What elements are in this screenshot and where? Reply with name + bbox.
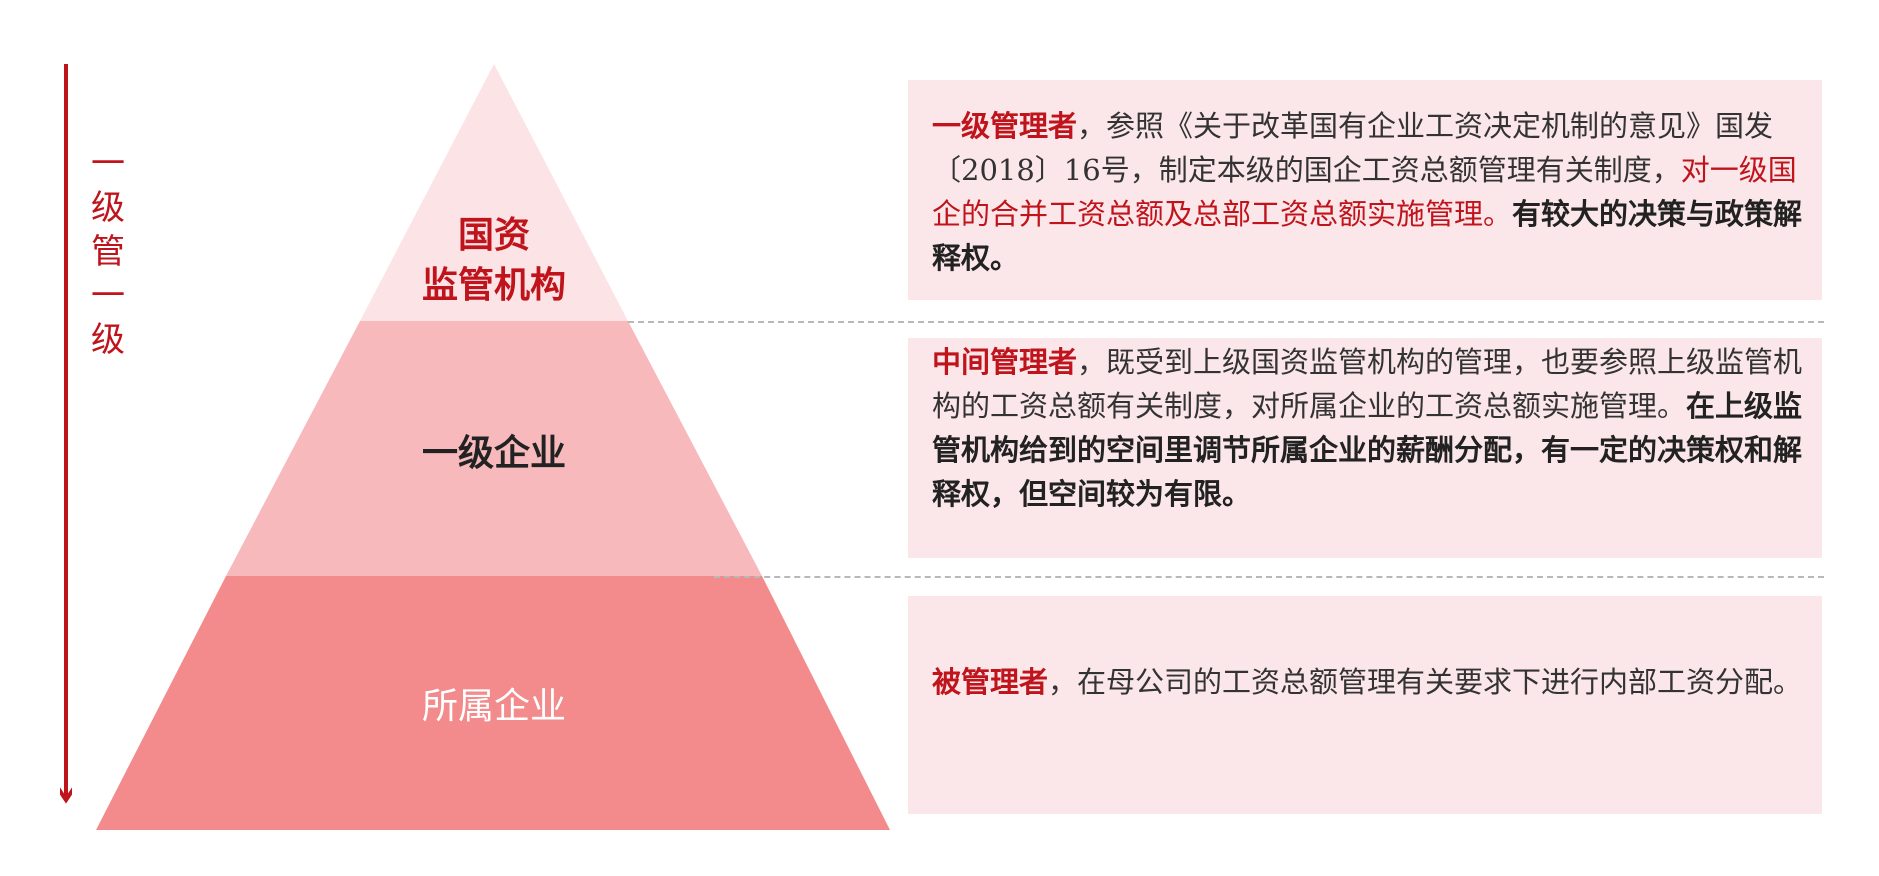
pyramid: [96, 64, 890, 830]
description-text: ，在母公司的工资总额管理有关要求下进行内部工资分配。: [1048, 665, 1803, 699]
pyramid-tier-bottom: [96, 576, 890, 830]
description-box-tier2: 中间管理者，既受到上级国资监管机构的管理，也要参照上级监管机构的工资总额有关制度…: [908, 338, 1822, 558]
description-box-tier1: 一级管理者，参照《关于改革国有企业工资决定机制的意见》国发〔2018〕16号，制…: [908, 80, 1822, 300]
tier-label-line: 国资: [457, 214, 530, 256]
divider: [714, 576, 1824, 578]
side-label: 一 级 管 一 级: [88, 142, 128, 362]
tier-label-subsidiary: 所属企业: [421, 686, 566, 727]
down-arrow-icon: [60, 64, 72, 804]
role-title: 一级管理者: [932, 109, 1078, 143]
side-label-char: 管: [91, 232, 125, 272]
pyramid-tier-middle: [226, 321, 762, 576]
pyramid-tier-top: [360, 64, 628, 321]
description-highlight: 对一级国企的合并工资总额及总部工资总额实施管理。: [932, 153, 1797, 231]
tier-label-regulator: 国资 监管机构: [396, 210, 592, 310]
description-bold: 有较大的决策与政策解释权。: [932, 197, 1803, 275]
side-label-char: 级: [91, 188, 125, 228]
tier-label-line: 监管机构: [421, 264, 566, 306]
description-text: ，参照《关于改革国有企业工资决定机制的意见》国发〔2018〕16号，制定本级的国…: [932, 109, 1774, 187]
tier-label-first-level: 一级企业: [421, 432, 566, 474]
side-label-char: 一: [91, 144, 125, 184]
description-text: ，既受到上级国资监管机构的管理，也要参照上级监管机构的工资总额有关制度，对所属企…: [932, 345, 1803, 423]
description-box-tier3: 被管理者，在母公司的工资总额管理有关要求下进行内部工资分配。: [908, 596, 1822, 814]
side-label-char: 级: [91, 320, 125, 360]
role-title: 被管理者: [932, 665, 1049, 699]
description-bold: 在上级监管机构给到的空间里调节所属企业的薪酬分配，有一定的决策权和解释权，但空间…: [932, 389, 1803, 511]
role-title: 中间管理者: [932, 345, 1078, 379]
divider: [628, 321, 1824, 323]
side-label-char: 一: [91, 276, 125, 316]
